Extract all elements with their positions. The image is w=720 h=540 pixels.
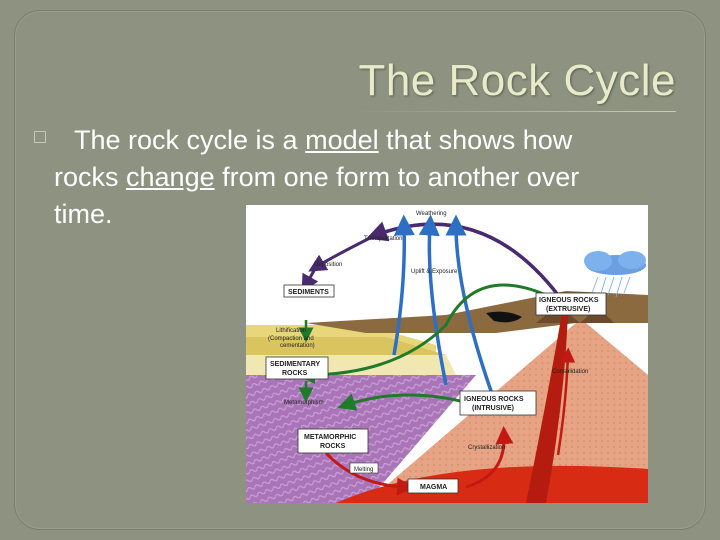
- crystallization-label: Crystallization: [468, 445, 505, 451]
- diagram-shape: [607, 276, 615, 296]
- weathering-label: Weathering: [416, 211, 447, 217]
- bullet-text: The rock cycle is a model that shows how…: [54, 122, 694, 233]
- diagram-shape: [324, 451, 415, 496]
- diagram-shape: [556, 347, 576, 456]
- sediments-label: SEDIMENTS: [288, 289, 329, 296]
- diagram-shape: [392, 214, 415, 356]
- diagram-shape: ROCKS: [320, 443, 346, 450]
- uplift-label: Uplift & Exposure: [411, 269, 458, 275]
- diagram-shape: [265, 356, 329, 380]
- bullet-text-part: rocks: [54, 162, 127, 192]
- sedimentary-label: SEDIMENTARY: [270, 361, 321, 368]
- diagram-shape: ROCKS: [282, 370, 308, 377]
- slide-frame: [14, 10, 706, 530]
- diagram-shape: [465, 426, 514, 489]
- diagram-shape: [486, 311, 522, 323]
- bullet-text-part: from one form to another over: [214, 162, 580, 192]
- igneous-extrusive-label: IGNEOUS ROCKS: [539, 297, 599, 304]
- transportation-label: Transportation: [364, 236, 402, 242]
- diagram-shape: [618, 251, 646, 269]
- diagram-shape: [308, 233, 377, 272]
- lithification-label: Lithification: [276, 328, 306, 334]
- diagram-shape: [297, 283, 547, 384]
- igneous-intrusive-label: IGNEOUS ROCKS: [464, 396, 524, 403]
- diagram-shape: [615, 276, 623, 298]
- melting-label: Melting: [354, 467, 373, 473]
- metamorphism-label: Metamorphism: [284, 400, 324, 406]
- diagram-shape: [445, 214, 498, 406]
- diagram-shape: [418, 214, 448, 386]
- bullet-text-part: time.: [54, 199, 113, 229]
- diagram-shape: [349, 462, 379, 474]
- bullet-text-part: that shows how: [378, 125, 573, 155]
- bullet-icon: [34, 131, 46, 143]
- title-underline: [356, 111, 676, 112]
- diagram-shape: [584, 251, 612, 271]
- diagram-shape: [297, 428, 369, 454]
- diagram-shape: [535, 292, 607, 316]
- slide-title: The Rock Cycle: [358, 56, 676, 105]
- diagram-shape: cementation): [280, 343, 315, 349]
- deposition-label: Deposition: [314, 262, 342, 268]
- magma-label: MAGMA: [420, 484, 447, 491]
- diagram-shape: [623, 276, 631, 294]
- diagram-shape: [283, 284, 335, 298]
- consolidation-label: Consolidation: [552, 369, 588, 375]
- change-link[interactable]: change: [126, 162, 215, 192]
- diagram-shape: (INTRUSIVE): [472, 405, 514, 412]
- diagram-shape: [526, 313, 568, 503]
- diagram-shape: [407, 478, 459, 494]
- diagram-shape: (EXTRUSIVE): [546, 306, 590, 313]
- diagram-shape: [301, 266, 319, 293]
- bullet-text-part: The rock cycle is a: [74, 125, 306, 155]
- model-link[interactable]: model: [305, 125, 379, 155]
- diagram-shape: (Compaction and: [268, 336, 314, 342]
- diagram-shape: [459, 390, 537, 416]
- rock-cycle-diagram: Weathering Transportation Deposition Upl…: [246, 205, 648, 503]
- diagram-shape: [591, 276, 599, 294]
- metamorphic-label: METAMORPHIC: [304, 434, 356, 441]
